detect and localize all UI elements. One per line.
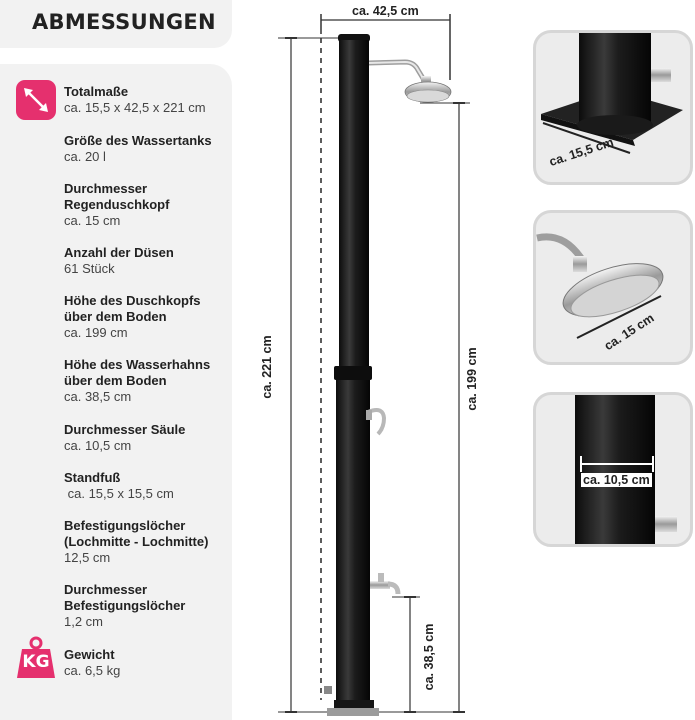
zoom-column-label: ca. 10,5 cm bbox=[581, 473, 652, 487]
kg-weight-icon: KG bbox=[16, 636, 56, 680]
width-top-dimension bbox=[320, 14, 451, 80]
spec-label: Standfuß bbox=[64, 470, 121, 485]
shower-head bbox=[404, 76, 452, 103]
zoom-base-detail: ca. 15,5 cm bbox=[533, 30, 693, 185]
spec-item: Totalmaße ca. 15,5 x 42,5 x 221 cm bbox=[64, 84, 234, 116]
valve-lever bbox=[366, 408, 387, 436]
spec-value: ca. 15,5 x 15,5 cm bbox=[64, 486, 174, 501]
spec-item: Durchmesser Regenduschkopf ca. 15 cm bbox=[64, 181, 234, 229]
spec-value: ca. 20 l bbox=[64, 149, 106, 164]
spec-label: Befestigungslöcher (Lochmitte - Lochmitt… bbox=[64, 518, 209, 549]
spec-value: ca. 38,5 cm bbox=[64, 389, 132, 404]
spec-panel bbox=[0, 64, 232, 720]
spec-value: 61 Stück bbox=[64, 261, 115, 276]
spec-item: Standfuß ca. 15,5 x 15,5 cm bbox=[64, 470, 234, 502]
spec-label: Durchmesser Regenduschkopf bbox=[64, 181, 170, 212]
height-shower-dimension bbox=[420, 102, 470, 713]
height-tap-label: ca. 38,5 cm bbox=[422, 623, 436, 691]
water-tap bbox=[370, 573, 401, 595]
spec-value: ca. 10,5 cm bbox=[64, 438, 132, 453]
spec-label: Höhe des Wasserhahns über dem Boden bbox=[64, 357, 211, 388]
spec-item: Durchmesser Befestigungslöcher 1,2 cm bbox=[64, 582, 234, 630]
spec-item: Höhe des Duschkopfs über dem Boden ca. 1… bbox=[64, 293, 234, 341]
shower-pole bbox=[324, 34, 379, 716]
diagonal-arrow-icon bbox=[16, 80, 56, 120]
spec-item: Anzahl der Düsen 61 Stück bbox=[64, 245, 234, 277]
spec-item: Gewicht ca. 6,5 kg bbox=[64, 647, 234, 679]
spec-label: Gewicht bbox=[64, 647, 115, 662]
spec-label: Höhe des Duschkopfs über dem Boden bbox=[64, 293, 201, 324]
width-top-label: ca. 42,5 cm bbox=[352, 4, 419, 18]
zoom-column-detail: ca. 10,5 cm bbox=[533, 392, 693, 547]
kg-icon-text: KG bbox=[22, 652, 50, 672]
page-title: ABMESSUNGEN bbox=[32, 10, 216, 34]
spec-value: 12,5 cm bbox=[64, 550, 111, 565]
spec-label: Durchmesser Säule bbox=[64, 422, 186, 437]
spec-item: Größe des Wassertanks ca. 20 l bbox=[64, 133, 234, 165]
title-box: ABMESSUNGEN bbox=[0, 0, 232, 48]
height-shower-label: ca. 199 cm bbox=[465, 347, 479, 411]
height-tap-dimension bbox=[392, 596, 420, 713]
spec-value: 1,2 cm bbox=[64, 614, 104, 629]
spec-label: Totalmaße bbox=[64, 84, 129, 99]
spec-item: Durchmesser Säule ca. 10,5 cm bbox=[64, 422, 234, 454]
spec-item: Befestigungslöcher (Lochmitte - Lochmitt… bbox=[64, 518, 234, 566]
height-total-label: ca. 221 cm bbox=[260, 335, 274, 399]
spec-label: Größe des Wassertanks bbox=[64, 133, 212, 148]
spec-item: Höhe des Wasserhahns über dem Boden ca. … bbox=[64, 357, 234, 405]
spec-value: ca. 15,5 x 42,5 x 221 cm bbox=[64, 100, 206, 115]
spec-value: ca. 6,5 kg bbox=[64, 663, 121, 678]
spec-label: Durchmesser Befestigungslöcher bbox=[64, 582, 186, 613]
spec-value: ca. 15 cm bbox=[64, 213, 121, 228]
spec-value: ca. 199 cm bbox=[64, 325, 128, 340]
spec-label: Anzahl der Düsen bbox=[64, 245, 174, 260]
shower-arm bbox=[367, 59, 427, 82]
zoom-head-detail: ca. 15 cm bbox=[533, 210, 693, 365]
